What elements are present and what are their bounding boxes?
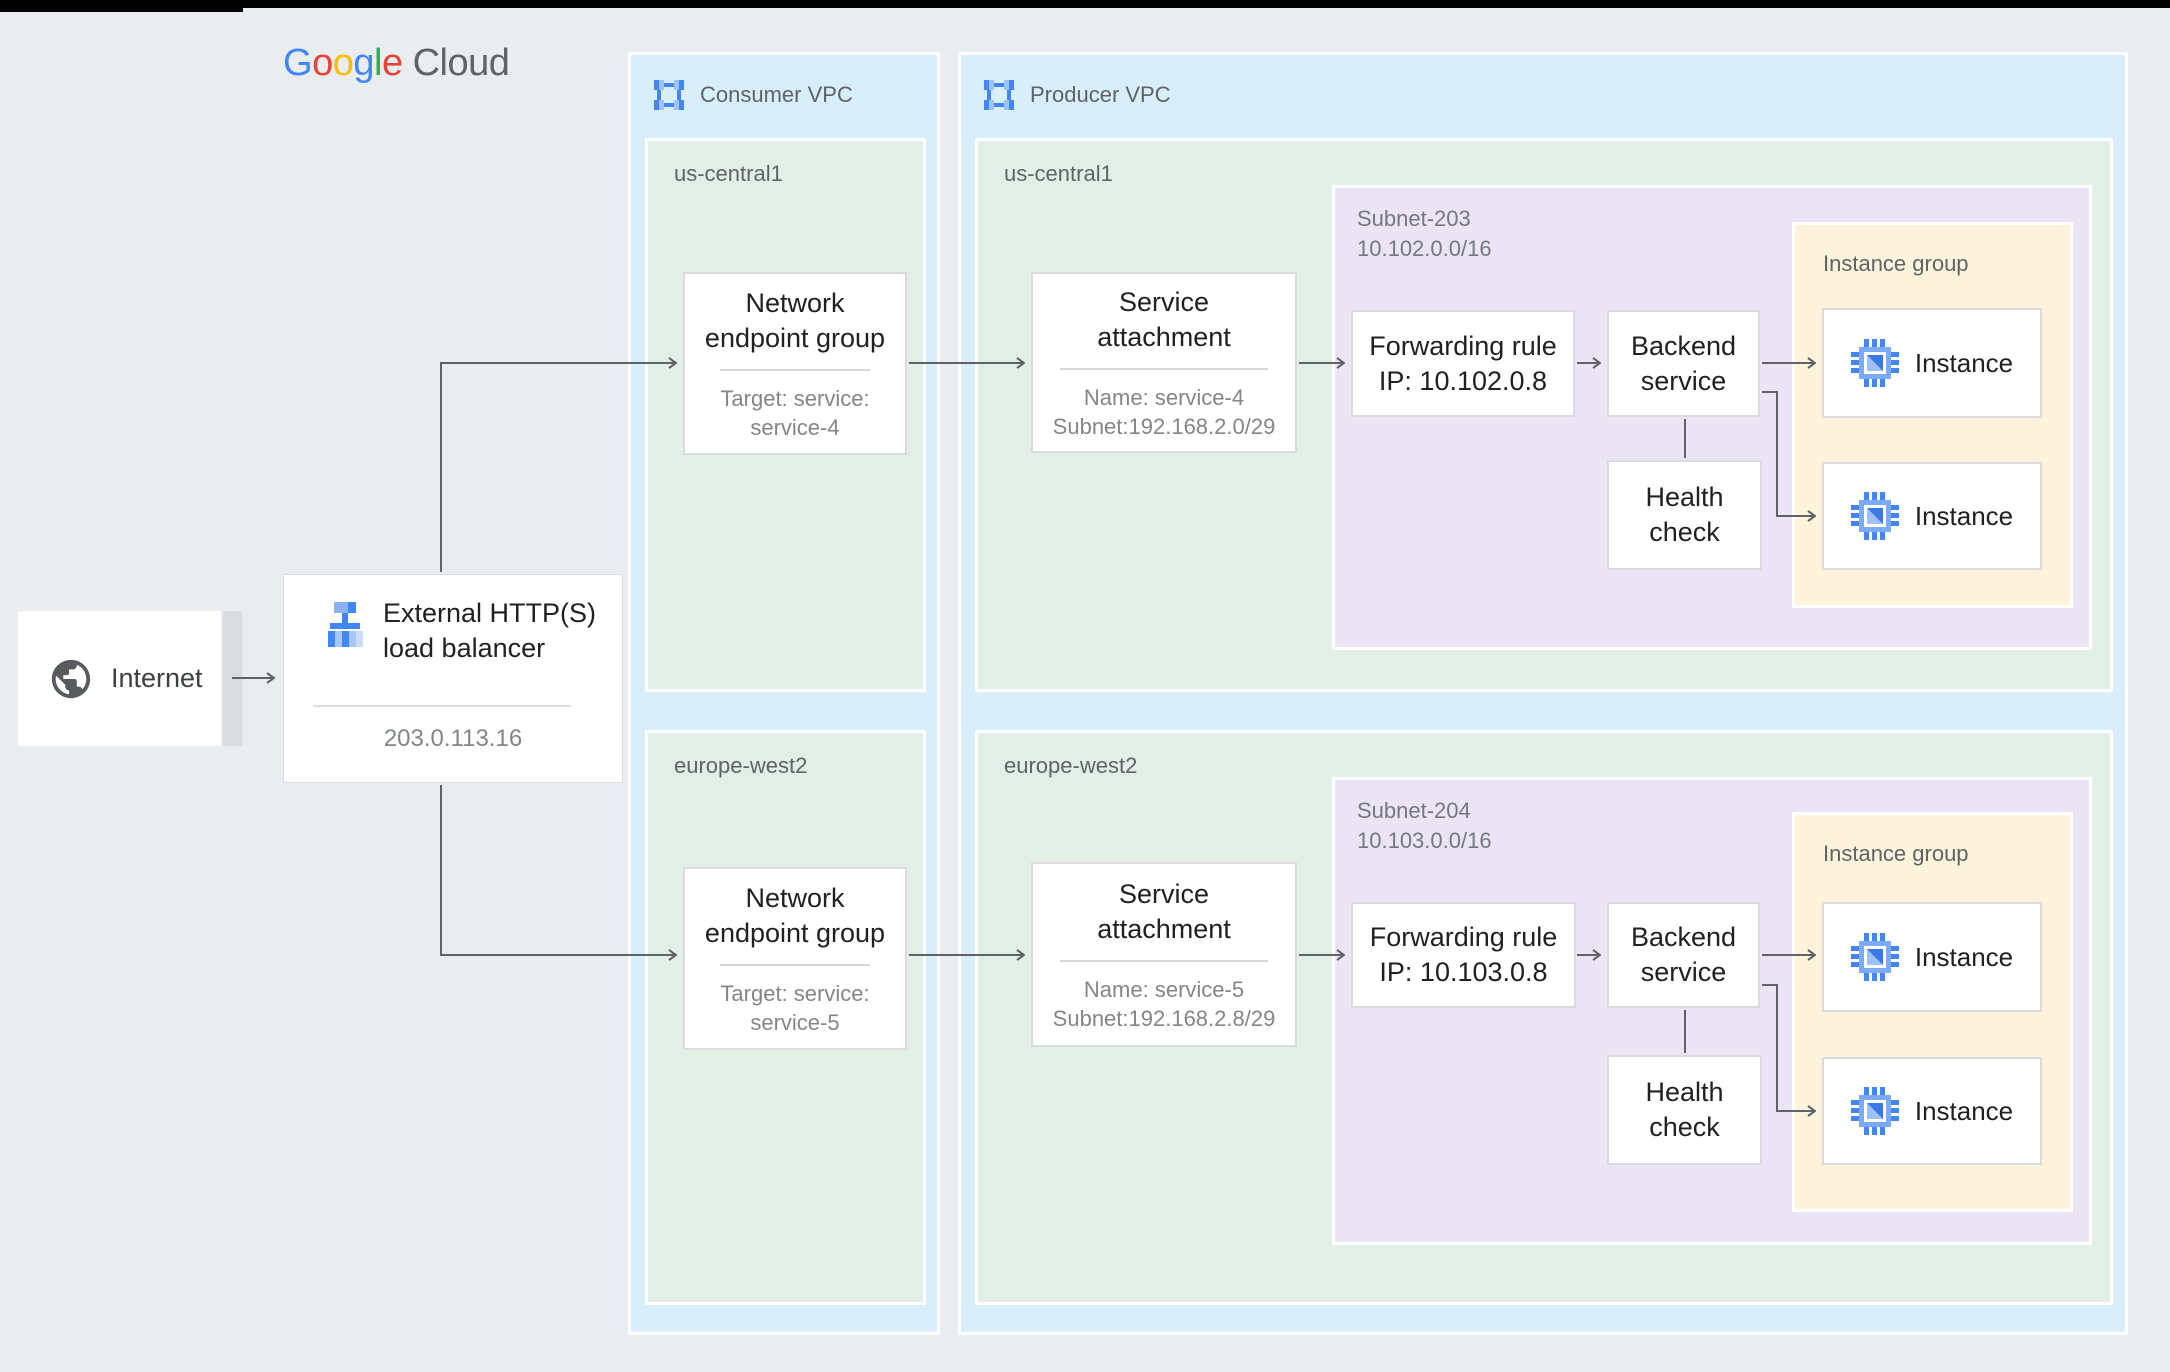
instance-label: Instance bbox=[1914, 347, 2014, 378]
region-consumer-us-central1: us-central1 Network endpoint group Targe… bbox=[645, 138, 926, 692]
region-label: europe-west2 bbox=[674, 753, 808, 778]
region-producer-europe-west2: europe-west2 Service attachment Name: se… bbox=[975, 730, 2113, 1305]
load-balancer-ip: 203.0.113.16 bbox=[383, 725, 523, 752]
neg-divider bbox=[720, 963, 870, 966]
region-label: us-central1 bbox=[1004, 161, 1113, 186]
neg-target: Target: service: service-5 bbox=[720, 980, 870, 1035]
top-black-bar bbox=[0, 0, 2170, 8]
vpc-icon bbox=[984, 80, 1014, 110]
compute-instance-icon bbox=[1850, 933, 1899, 981]
consumer-vpc-label: Consumer VPC bbox=[700, 82, 853, 107]
instance-group-container: Instance group bbox=[1792, 812, 2073, 1212]
service-attachment-details: Name: service-4 Subnet:192.168.2.0/29 bbox=[1052, 384, 1276, 439]
backend-service-label: Backend service bbox=[1630, 330, 1737, 396]
load-balancer-divider bbox=[313, 705, 571, 707]
forwarding-rule-node: Forwarding rule IP: 10.102.0.8 bbox=[1351, 310, 1575, 417]
backend-service-node: Backend service bbox=[1607, 902, 1760, 1008]
compute-instance-icon bbox=[1850, 1087, 1899, 1135]
region-producer-us-central1: us-central1 Service attachment Name: ser… bbox=[975, 138, 2113, 692]
region-label: us-central1 bbox=[674, 161, 783, 186]
vpc-icon bbox=[654, 80, 684, 110]
service-attachment-title: Service attachment bbox=[1097, 878, 1231, 944]
service-attachment-node: Service attachment Name: service-5 Subne… bbox=[1031, 862, 1297, 1047]
consumer-vpc-header: Consumer VPC bbox=[651, 77, 853, 113]
health-check-label: Health check bbox=[1645, 1077, 1724, 1142]
region-label: europe-west2 bbox=[1004, 753, 1138, 778]
backend-service-label: Backend service bbox=[1630, 922, 1737, 987]
subnet-204-container: Subnet-204 10.103.0.0/16 Forwarding rule… bbox=[1332, 777, 2092, 1245]
region-consumer-europe-west2: europe-west2 Network endpoint group Targ… bbox=[645, 730, 926, 1305]
instance-label: Instance bbox=[1914, 500, 2014, 531]
producer-vpc-header: Producer VPC bbox=[981, 77, 1171, 113]
neg-node-europe-west2: Network endpoint group Target: service: … bbox=[683, 867, 907, 1050]
google-cloud-logo: Google Cloud bbox=[283, 42, 510, 85]
service-attachment-title: Service attachment bbox=[1097, 286, 1231, 352]
compute-instance-icon bbox=[1850, 492, 1899, 540]
service-attachment-details: Name: service-5 Subnet:192.168.2.8/29 bbox=[1052, 976, 1276, 1031]
health-check-label: Health check bbox=[1645, 482, 1724, 547]
instance-group-container: Instance group bbox=[1792, 222, 2073, 608]
instance-node: Instance bbox=[1822, 462, 2042, 570]
service-attachment-divider bbox=[1060, 959, 1268, 962]
logo-cloud-text: Cloud bbox=[412, 42, 510, 84]
backend-service-node: Backend service bbox=[1607, 310, 1760, 417]
health-check-node: Health check bbox=[1607, 460, 1762, 570]
internet-shadow bbox=[223, 611, 242, 746]
internet-node: Internet bbox=[18, 611, 221, 746]
compute-instance-icon bbox=[1850, 339, 1899, 387]
neg-target: Target: service: service-4 bbox=[720, 385, 870, 440]
load-balancer-title: External HTTP(S) load balancer bbox=[383, 598, 597, 663]
neg-divider bbox=[720, 368, 870, 371]
producer-vpc-label: Producer VPC bbox=[1030, 82, 1171, 107]
subnet-label: Subnet-204 10.103.0.0/16 bbox=[1357, 798, 1492, 853]
instance-group-label: Instance group bbox=[1823, 841, 1969, 866]
instance-label: Instance bbox=[1914, 941, 2014, 972]
instance-node: Instance bbox=[1822, 1057, 2042, 1165]
logo-google: Google bbox=[283, 42, 403, 84]
forwarding-rule-label: Forwarding rule IP: 10.102.0.8 bbox=[1369, 330, 1557, 396]
neg-title: Network endpoint group bbox=[704, 287, 886, 353]
service-attachment-divider bbox=[1060, 367, 1268, 370]
consumer-vpc-container: Consumer VPC us-central1 Network endpoin… bbox=[628, 52, 940, 1335]
forwarding-rule-node: Forwarding rule IP: 10.103.0.8 bbox=[1351, 902, 1576, 1008]
instance-node: Instance bbox=[1822, 902, 2042, 1012]
load-balancer-node: External HTTP(S) load balancer 203.0.113… bbox=[283, 574, 623, 783]
load-balancer-icon bbox=[328, 602, 363, 647]
neg-node-us-central1: Network endpoint group Target: service: … bbox=[683, 272, 907, 455]
producer-vpc-container: Producer VPC us-central1 Service attachm… bbox=[958, 52, 2128, 1335]
instance-node: Instance bbox=[1822, 308, 2042, 418]
instance-group-label: Instance group bbox=[1823, 251, 1969, 276]
neg-title: Network endpoint group bbox=[704, 882, 886, 948]
globe-icon bbox=[51, 659, 91, 698]
top-black-bar-left bbox=[0, 0, 243, 12]
forwarding-rule-label: Forwarding rule IP: 10.103.0.8 bbox=[1369, 922, 1558, 987]
subnet-label: Subnet-203 10.102.0.0/16 bbox=[1357, 206, 1492, 261]
health-check-node: Health check bbox=[1607, 1055, 1762, 1165]
internet-label: Internet bbox=[111, 663, 203, 693]
subnet-203-container: Subnet-203 10.102.0.0/16 Forwarding rule… bbox=[1332, 185, 2092, 650]
instance-label: Instance bbox=[1914, 1095, 2014, 1126]
service-attachment-node: Service attachment Name: service-4 Subne… bbox=[1031, 272, 1297, 453]
